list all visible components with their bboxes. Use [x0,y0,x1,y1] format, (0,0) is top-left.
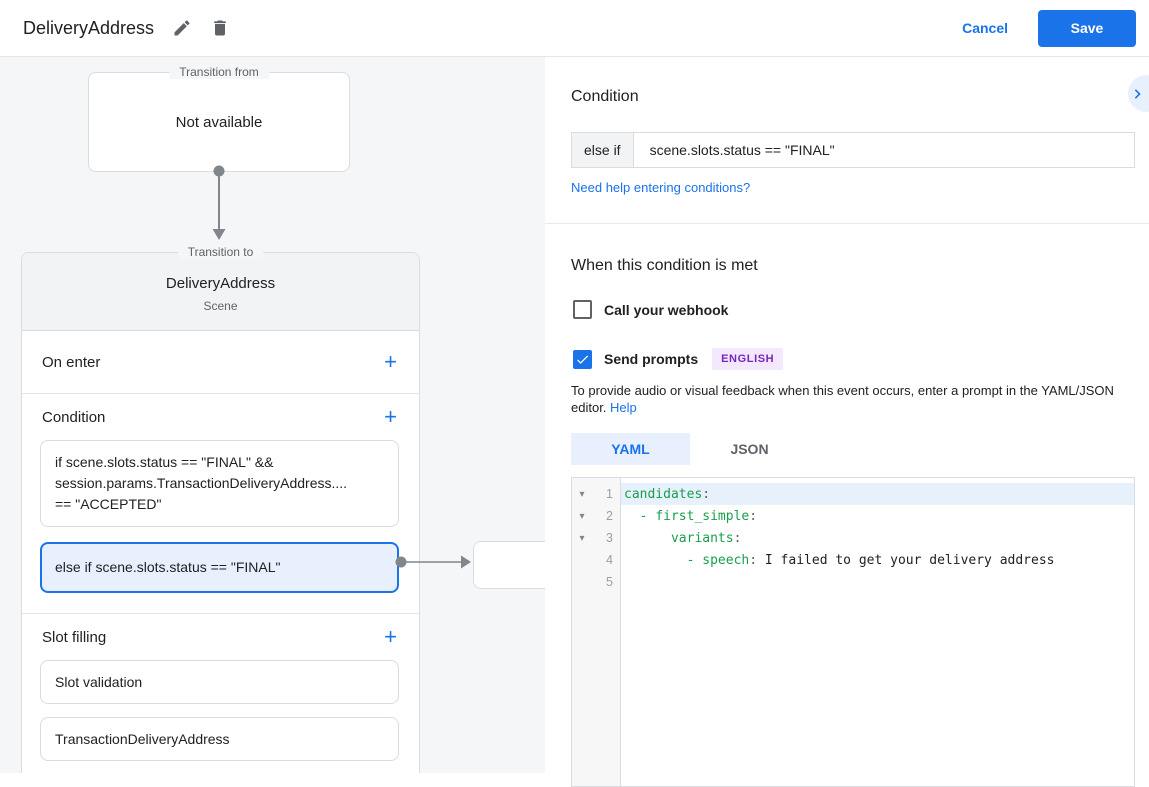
condition-item-elseif-selected[interactable]: else if scene.slots.status == "FINAL" [40,542,399,593]
transition-from-legend: Transition from [169,65,269,79]
fold-arrow-icon[interactable]: ▾ [579,510,585,522]
yaml-key: speech [702,552,750,568]
edit-scene-button[interactable] [166,12,198,44]
editor-tabs: YAML JSON [571,433,1149,465]
yaml-key: candidates [624,486,703,502]
send-prompts-label: Send prompts [604,351,699,367]
transition-from-box[interactable]: Transition from Not available [88,65,350,172]
yaml-dash: - [639,508,656,524]
slot-validation-item[interactable]: Slot validation [40,660,399,704]
arrow-right-icon [461,555,471,569]
editor-gutter: ▾ 1 ▾ 2 ▾ 3 4 5 [572,478,621,786]
send-prompts-row[interactable]: Send prompts ENGLISH [573,348,1149,370]
collapse-panel-button[interactable] [1128,75,1149,112]
conditions-help-link[interactable]: Need help entering conditions? [571,180,751,195]
code-line-2[interactable]: - first_simple: [621,505,1134,527]
code-line-1[interactable]: candidates: [621,483,1134,505]
scene-card-header[interactable]: DeliveryAddress Scene [22,253,419,331]
add-on-enter-button[interactable]: + [380,349,401,375]
scene-type-label: Scene [203,299,238,313]
top-bar: DeliveryAddress Cancel Save [0,0,1149,57]
topbar-actions: Cancel Save [946,9,1136,47]
condition-operator: else if [572,133,634,167]
line-number: 4 [606,553,613,567]
gutter-row: ▾ 2 [572,505,620,527]
gutter-row: ▾ 3 [572,527,620,549]
transition-target-box[interactable] [473,541,545,589]
gutter-row: 5 [572,571,620,593]
condition-item-if[interactable]: if scene.slots.status == "FINAL" && sess… [40,440,399,527]
yaml-value: I failed to get your delivery address [757,552,1055,568]
condition-line: session.params.TransactionDeliveryAddres… [55,475,348,491]
line-number: 3 [606,531,613,545]
check-icon [577,354,589,364]
condition-expression-input[interactable]: scene.slots.status == "FINAL" [649,142,835,158]
yaml-colon: : [702,486,711,502]
tab-json[interactable]: JSON [730,441,769,457]
call-webhook-row[interactable]: Call your webhook [573,300,1149,319]
yaml-colon: : [749,508,758,524]
on-enter-label: On enter [42,353,101,371]
line-number: 2 [606,509,613,523]
fold-arrow-icon[interactable]: ▾ [579,532,585,544]
yaml-indent [624,509,640,524]
panel-divider [545,223,1149,224]
transition-from-value: Not available [175,113,263,131]
condition-section: Condition + if scene.slots.status == "FI… [22,394,419,614]
delete-scene-button[interactable] [204,12,236,44]
pencil-icon [174,20,190,36]
gutter-row: 4 [572,549,620,571]
editor-code-area[interactable]: candidates: - first_simple: variants: - … [621,478,1134,786]
page-title: DeliveryAddress [23,17,155,38]
condition-line: == "ACCEPTED" [55,496,162,512]
tab-yaml[interactable]: YAML [571,433,690,465]
yaml-dash: - [686,552,703,568]
condition-detail-panel: Condition else if scene.slots.status == … [545,57,1149,787]
condition-expression-row: else if scene.slots.status == "FINAL" [571,132,1135,168]
panel-title: Condition [571,88,639,105]
scene-name: DeliveryAddress [165,275,276,292]
chevron-right-icon [1134,88,1141,99]
webhook-checkbox-unchecked[interactable] [573,300,592,319]
line-number: 5 [606,575,613,589]
description-text: To provide audio or visual feedback when… [571,383,1114,415]
yaml-indent [624,553,687,568]
prompt-description: To provide audio or visual feedback when… [571,382,1133,416]
slot-filling-section: Slot filling + Slot validation Transacti… [22,614,419,761]
trash-icon [214,20,226,36]
arrow-down-icon [212,229,226,240]
condition-label: Condition [42,408,106,426]
scene-diagram-canvas: Transition from Not available Transition… [0,57,545,773]
webhook-label: Call your webhook [604,301,729,318]
scene-card: Transition to DeliveryAddress Scene On e… [21,245,420,773]
code-line-3[interactable]: variants: [621,527,1134,549]
language-badge: ENGLISH [712,348,784,370]
yaml-key: first_simple [655,508,750,524]
yaml-key: variants [670,530,734,546]
yaml-colon: : [749,552,758,568]
add-slot-button[interactable]: + [380,624,401,650]
send-prompts-checkbox-checked[interactable] [573,349,592,369]
transition-to-legend: Transition to [177,245,264,259]
save-button[interactable]: Save [1038,9,1136,47]
add-condition-button[interactable]: + [380,404,401,430]
condition-line: if scene.slots.status == "FINAL" && [55,454,274,470]
slot-transaction-delivery-address-item[interactable]: TransactionDeliveryAddress [40,717,399,761]
code-line-5[interactable] [621,571,1134,593]
slot-filling-header: Slot filling + [22,614,419,660]
cancel-button[interactable]: Cancel [946,12,1024,44]
yaml-code-editor[interactable]: ▾ 1 ▾ 2 ▾ 3 4 5 candidates: [571,477,1135,787]
line-number: 1 [606,487,613,501]
condition-section-header: Condition + [22,394,419,440]
when-met-heading: When this condition is met [571,257,758,274]
condition-line: else if scene.slots.status == "FINAL" [55,559,281,575]
help-link[interactable]: Help [610,400,637,415]
slot-filling-label: Slot filling [42,628,107,646]
on-enter-section[interactable]: On enter + [22,331,419,394]
yaml-colon: : [733,530,742,546]
code-line-4[interactable]: - speech: I failed to get your delivery … [621,549,1134,571]
gutter-row: ▾ 1 [572,483,620,505]
yaml-indent [624,531,671,546]
fold-arrow-icon[interactable]: ▾ [579,488,585,500]
